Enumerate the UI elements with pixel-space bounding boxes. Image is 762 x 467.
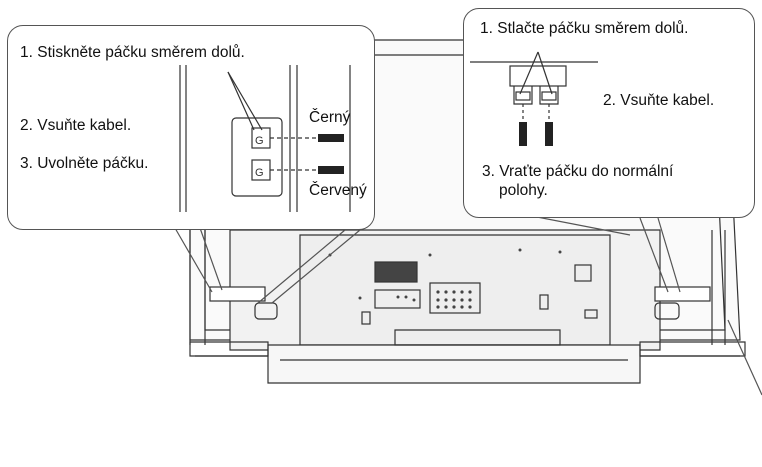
right-step-1: 1. Stlačte páčku směrem dolů. <box>480 20 689 37</box>
left-step-3: 3. Uvolněte páčku. <box>20 155 149 172</box>
label-red-wire: Červený <box>309 182 367 199</box>
right-step-3-line-2: polohy. <box>499 182 548 199</box>
left-step-2: 2. Vsuňte kabel. <box>20 117 132 134</box>
right-step-2: 2. Vsuňte kabel. <box>603 92 715 109</box>
right-step-3-line-1: 3. Vraťte páčku do normální <box>482 163 674 180</box>
left-callout <box>7 25 375 230</box>
right-callout <box>463 8 755 218</box>
label-black-wire: Černý <box>309 109 351 126</box>
left-step-1: 1. Stiskněte páčku směrem dolů. <box>20 44 245 61</box>
